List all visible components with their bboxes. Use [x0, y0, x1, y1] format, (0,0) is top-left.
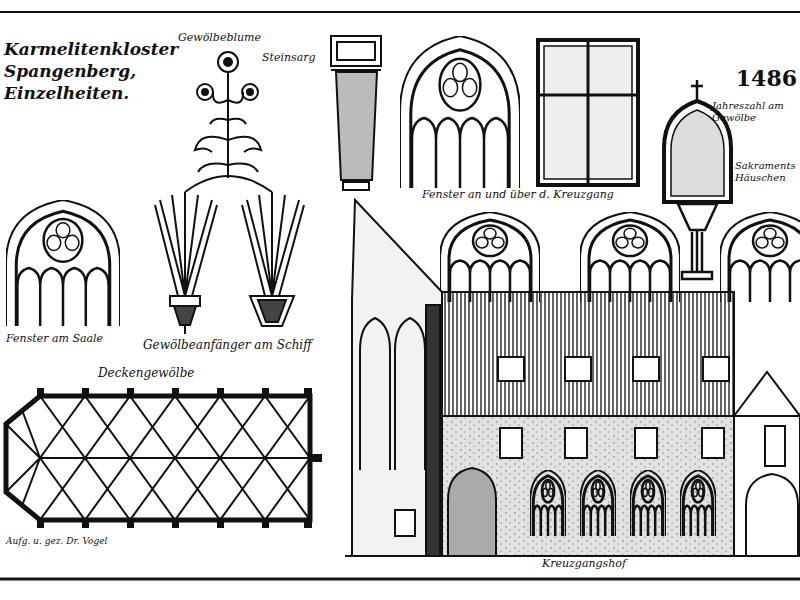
part-name: Kreuzgangshof: [540, 558, 628, 571]
date-number: 1486: [736, 66, 797, 91]
part-name: Sakraments Häuschen: [735, 160, 797, 183]
part-name: Gewölbeanfänger am Schiff: [143, 339, 312, 353]
part-name: Gewölbeblume: [178, 32, 261, 45]
note: Jahreszahl am Gewölbe: [712, 100, 796, 123]
part-name: Fenster an und über d. Kreuzgang: [422, 189, 614, 202]
part-name: Steinsarg: [262, 52, 316, 65]
signature: Aufg. u. gez. Dr. Vogel: [6, 536, 108, 546]
part-name: Fenster am Saale: [6, 333, 103, 346]
sheet-title: Karmelitenkloster Spangenberg, Einzelhei…: [4, 38, 164, 104]
part-name: Deckengewölbe: [98, 367, 194, 381]
